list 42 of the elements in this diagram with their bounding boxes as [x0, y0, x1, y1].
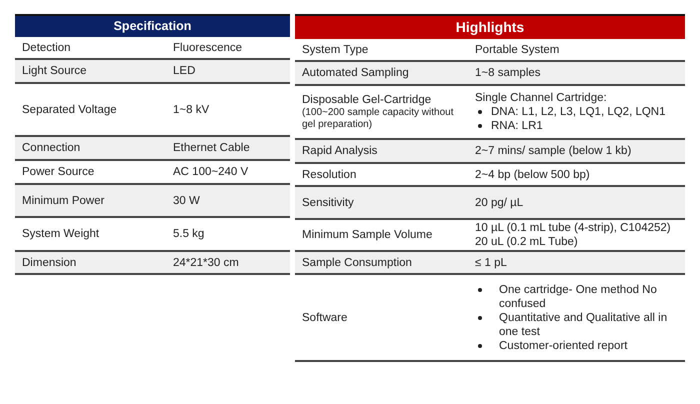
row-label: Dimension	[22, 256, 78, 270]
row-label: Power Source	[22, 165, 96, 179]
bullet-item: Quantitative and Qualitative all in one test	[475, 310, 679, 338]
row-label: System Type	[302, 42, 370, 56]
row-note: (100~200 sample capacity without gel preparation)	[302, 107, 454, 131]
row-value: Ethernet Cable	[173, 141, 251, 155]
row-value: 24*21*30 cm	[173, 256, 240, 270]
row-value: 20 pg/ µL	[475, 196, 524, 210]
row-value: 2~4 bp (below 500 bp)	[475, 168, 591, 182]
row-value: 2~7 mins/ sample (below 1 kb)	[475, 144, 632, 158]
row-value: 30 W	[173, 194, 201, 208]
row-label: System Weight	[22, 227, 100, 241]
bullet-item: RNA: LR1	[475, 119, 679, 133]
row-value: ≤ 1 pL	[475, 256, 508, 270]
row-value: Fluorescence	[173, 40, 244, 54]
row-label: Automated Sampling	[302, 66, 410, 80]
row-label: Separated Voltage	[22, 102, 118, 116]
table-header: Specification	[15, 14, 290, 37]
row-label: Detection	[22, 40, 72, 54]
row-label: Rapid Analysis	[302, 144, 378, 158]
row-label: Sensitivity	[302, 196, 355, 210]
row-value: Single Channel Cartridge:	[475, 91, 608, 105]
bullet-item: One cartridge- One method No confused	[475, 282, 679, 310]
bullet-item: DNA: L1, L2, L3, LQ1, LQ2, LQN1	[475, 105, 679, 119]
row-value: Portable System	[475, 42, 560, 56]
row-label: Light Source	[22, 64, 88, 78]
row-label: Minimum Sample Volume	[302, 228, 434, 242]
row-value: 20 uL (0.2 mL Tube)	[475, 235, 579, 249]
row-label: Software	[302, 310, 348, 324]
row-value: AC 100~240 V	[173, 165, 250, 179]
row-value: LED	[173, 64, 196, 78]
row-value: 10 µL (0.1 mL tube (4-strip), C104252)	[475, 221, 672, 235]
row-value: 1~8 samples	[475, 66, 542, 80]
table-header: Highlights	[295, 14, 685, 39]
row-label: Resolution	[302, 168, 358, 182]
row-value: 5.5 kg	[173, 227, 206, 241]
row-label: Disposable Gel-Cartridge	[302, 93, 432, 107]
row-label: Minimum Power	[22, 194, 106, 208]
row-label: Connection	[22, 141, 82, 155]
bullet-item: Customer-oriented report	[475, 338, 679, 352]
row-label: Sample Consumption	[302, 256, 413, 270]
row-value: 1~8 kV	[173, 102, 210, 116]
